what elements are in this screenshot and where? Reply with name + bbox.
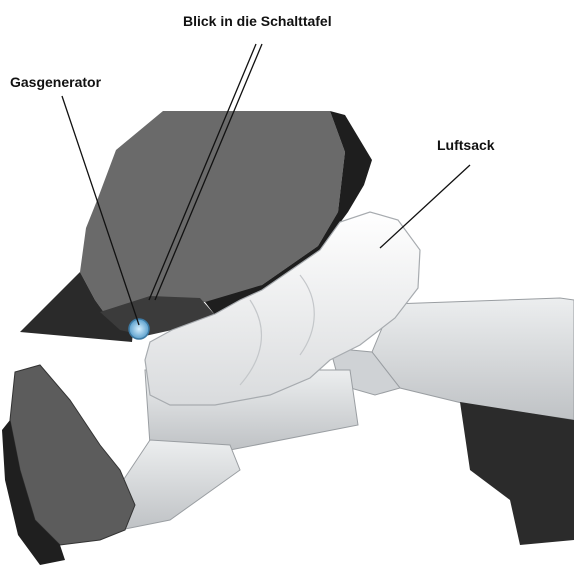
gas-generator: [129, 319, 149, 339]
label-schalttafel: Blick in die Schalttafel: [183, 13, 332, 29]
occupant-torso: [372, 298, 574, 420]
label-luftsack: Luftsack: [437, 137, 495, 153]
label-gasgenerator: Gasgenerator: [10, 74, 101, 90]
leader-line-luftsack: [380, 165, 470, 248]
seat: [460, 402, 574, 545]
